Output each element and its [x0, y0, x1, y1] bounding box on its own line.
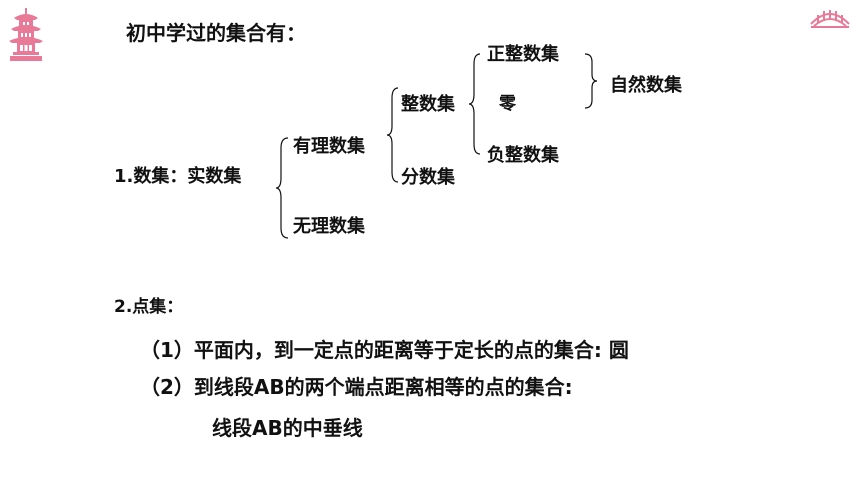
natural-set: 自然数集	[610, 75, 682, 96]
bridge-icon	[810, 10, 850, 28]
slide-title: 初中学过的集合有：	[126, 21, 306, 45]
integer-set: 整数集	[401, 94, 455, 115]
point-set-item-1: （1）平面内，到一定点的距离等于定长的点的集合: 圆	[140, 338, 629, 362]
brace-natural	[584, 53, 598, 109]
brace-real	[275, 137, 289, 239]
point-set-item-2: （2）到线段AB的两个端点距离相等的点的集合:	[140, 375, 573, 399]
zero-element: 零	[499, 94, 516, 114]
pagoda-icon	[9, 8, 43, 61]
number-set-label: 1.数集：实数集	[114, 166, 242, 187]
positive-integer-set: 正整数集	[487, 44, 559, 65]
point-set-label: 2.点集：	[114, 297, 184, 317]
fraction-set: 分数集	[401, 167, 455, 188]
brace-rational	[386, 87, 399, 183]
point-set-item-2-answer: 线段AB的中垂线	[212, 416, 363, 440]
rational-set: 有理数集	[293, 136, 365, 157]
brace-integer	[468, 53, 481, 155]
irrational-set: 无理数集	[293, 216, 365, 237]
negative-integer-set: 负整数集	[487, 145, 559, 166]
